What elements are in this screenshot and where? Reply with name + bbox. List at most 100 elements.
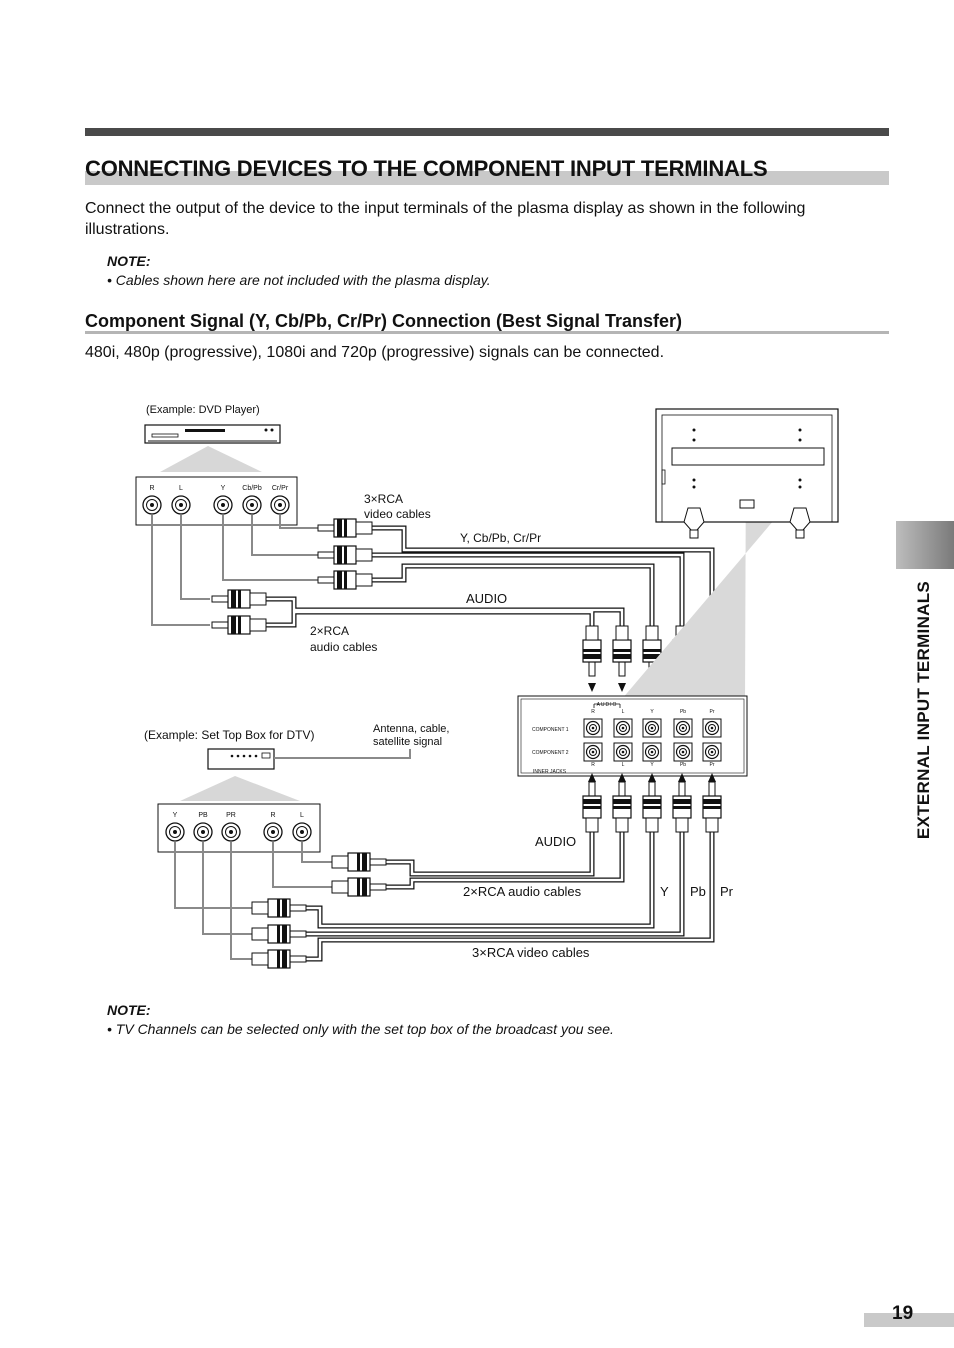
page-title: CONNECTING DEVICES TO THE COMPONENT INPU… — [85, 156, 768, 181]
panel-top-label: R — [591, 709, 595, 715]
pr-label: Pr — [720, 884, 734, 899]
page-number: 19 — [892, 1303, 914, 1324]
note-bottom: NOTE: • TV Channels can be selected only… — [107, 1001, 614, 1039]
video-cables-label-2: video cables — [364, 507, 431, 521]
ycbcr-label: Y, Cb/Pb, Cr/Pr — [460, 531, 541, 545]
dvd-jack-r — [142, 495, 162, 515]
plasma-display-rear-icon — [655, 408, 839, 539]
stb-jack-y — [165, 822, 185, 842]
panel-jack-c1-l — [613, 718, 633, 738]
section-subtitle: Component Signal (Y, Cb/Pb, Cr/Pr) Conne… — [85, 311, 683, 331]
panel-row-component-1: COMPONENT 1 — [532, 727, 569, 733]
dvd-cables-inner — [266, 526, 714, 645]
signals-text: 480i, 480p (progressive), 1080i and 720p… — [85, 344, 665, 361]
stb-audio-plug-l — [331, 852, 387, 872]
panel-jack-c2-r — [583, 742, 603, 762]
antenna-line — [274, 749, 411, 759]
panel-jack-c1-r — [583, 718, 603, 738]
panel-jack-c1-pr — [702, 718, 722, 738]
panel-row-component-2: COMPONENT 2 — [532, 750, 569, 756]
stb-jack-pr — [221, 822, 241, 842]
antenna-label-2: satellite signal — [373, 736, 442, 748]
bottom-video-cables-label: 3×RCA video cables — [472, 945, 590, 960]
bottom-audio-cables-label: 2×RCA audio cables — [463, 884, 582, 899]
stb-caption: (Example: Set Top Box for DTV) — [144, 728, 315, 742]
subtitle-rule — [85, 331, 889, 334]
dvd-jack-label: Cr/Pr — [272, 485, 289, 492]
panel-top-label: Pb — [680, 709, 686, 715]
dvd-jack-label: Y — [221, 485, 226, 492]
panel-jack-c2-l — [613, 742, 633, 762]
panel-bottom-label: Pb — [680, 762, 686, 768]
side-section-label: EXTERNAL INPUT TERMINALS — [914, 580, 933, 840]
panel-audio-header: AUDIO — [597, 702, 618, 708]
dvd-player-icon — [144, 424, 281, 444]
note-bottom-title: NOTE: — [107, 1002, 151, 1018]
dvd-jack-y — [213, 495, 233, 515]
panel-plug-top-l — [612, 625, 632, 677]
page-number-band — [864, 1313, 954, 1327]
title-band — [85, 171, 889, 185]
panel-jack-c2-pb — [673, 742, 693, 762]
stb-cables-inner — [306, 822, 714, 961]
top-rule — [85, 128, 889, 136]
audio-plug-r — [211, 615, 267, 635]
panel-top-label: Pr — [710, 709, 715, 715]
stb-source-lines — [174, 842, 332, 960]
panel-plug-bottom-y — [642, 781, 662, 833]
audio-plug-l — [211, 589, 267, 609]
video-plug-y — [317, 570, 373, 590]
audio-label-top: AUDIO — [466, 591, 507, 606]
stb-jack-label: R — [270, 812, 275, 819]
side-tab-marker — [896, 521, 954, 569]
dvd-jack-panel — [135, 476, 298, 526]
stb-jack-l — [292, 822, 312, 842]
stb-audio-plug-r — [331, 877, 387, 897]
panel-bottom-label: L — [622, 762, 625, 768]
panel-top-label: Y — [650, 709, 654, 715]
stb-video-plug-pr — [251, 949, 307, 969]
panel-plug-bottom-pb — [672, 781, 692, 833]
panel-plug-bottom-pr — [702, 781, 722, 833]
dvd-jack-label: L — [179, 485, 183, 492]
dvd-jack-cb — [242, 495, 262, 515]
set-top-box-icon — [207, 748, 275, 770]
panel-jack-c1-pb — [673, 718, 693, 738]
audio-cables-label-1: 2×RCA — [310, 624, 349, 638]
audio-cables-label-2: audio cables — [310, 640, 377, 654]
stb-jack-label: PB — [198, 812, 208, 819]
antenna-label-1: Antenna, cable, — [373, 723, 449, 735]
panel-jack-c2-y — [642, 742, 662, 762]
stb-jack-pb — [193, 822, 213, 842]
stb-jack-panel — [157, 803, 321, 853]
y-label: Y — [660, 884, 669, 899]
pb-label: Pb — [690, 884, 706, 899]
note-bottom-text: • TV Channels can be selected only with … — [107, 1021, 614, 1037]
dvd-callout-shade — [160, 446, 262, 472]
stb-video-plug-pb — [251, 924, 307, 944]
video-plug-pr — [317, 518, 373, 538]
panel-footer: INNER JACKS — [533, 769, 567, 775]
stb-video-plug-y — [251, 898, 307, 918]
panel-callout-shade — [616, 440, 774, 706]
panel-plug-bottom-r — [582, 781, 602, 833]
panel-top-label: L — [622, 709, 625, 715]
dvd-jack-label: Cb/Pb — [242, 485, 262, 492]
dvd-caption: (Example: DVD Player) — [146, 404, 260, 416]
note-top: NOTE: • Cables shown here are not includ… — [107, 252, 491, 290]
dvd-source-lines — [151, 515, 322, 626]
arrows-up — [588, 773, 716, 782]
panel-bottom-label: Pr — [710, 762, 715, 768]
stb-callout-shade — [180, 776, 300, 801]
audio-label-bottom: AUDIO — [535, 834, 576, 849]
panel-jack-c2-pr — [702, 742, 722, 762]
stb-jack-label: Y — [173, 812, 178, 819]
stb-jack-r — [263, 822, 283, 842]
panel-bottom-label: R — [591, 762, 595, 768]
dvd-jack-l — [171, 495, 191, 515]
note-top-title: NOTE: — [107, 253, 151, 269]
panel-plug-top-r — [582, 625, 602, 677]
panel-jack-c1-y — [642, 718, 662, 738]
stb-jack-label: PR — [226, 812, 236, 819]
